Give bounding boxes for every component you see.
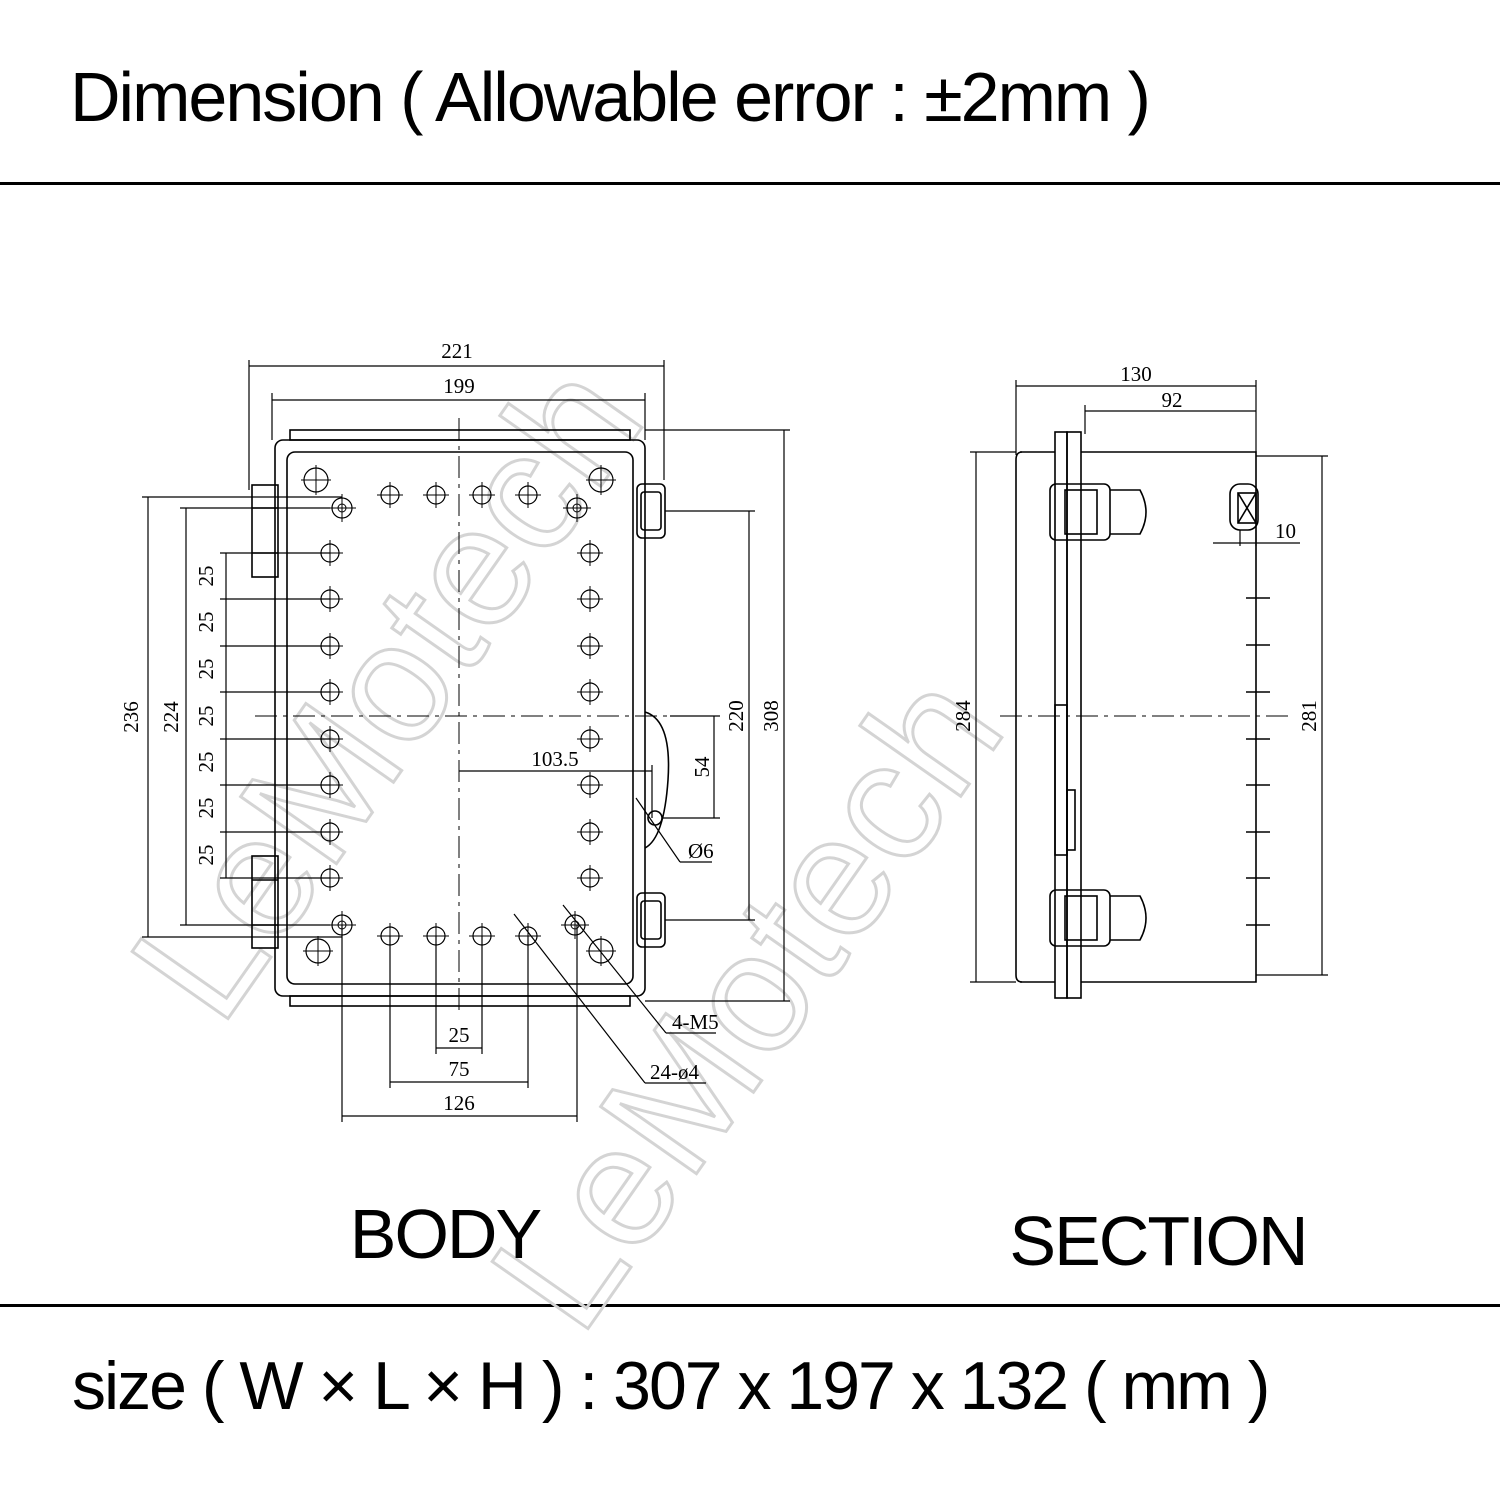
dim-flange: 10 — [1275, 519, 1296, 543]
dim-height-right: 281 — [1297, 700, 1321, 732]
dim-pitch-5: 25 — [194, 752, 218, 773]
dim-latch-hole: Ø6 — [688, 839, 714, 863]
page-title: Dimension ( Allowable error : ±2mm ) — [70, 58, 1151, 136]
dim-pitch-7: 25 — [194, 845, 218, 866]
body-view — [251, 418, 680, 1015]
dim-depth-overall: 130 — [1120, 362, 1152, 386]
dim-latch-offset: 103.5 — [531, 747, 578, 771]
watermark-group: LeMotech LeMotech — [93, 329, 1040, 1363]
section-view — [1000, 431, 1290, 999]
dim-inner-width: 199 — [443, 374, 475, 398]
dim-overall-width: 221 — [441, 339, 473, 363]
dim-holes: 24-ø4 — [650, 1060, 699, 1084]
dim-pitch-2: 25 — [194, 612, 218, 633]
dim-pitch-6: 25 — [194, 798, 218, 819]
dim-latch-height: 54 — [690, 756, 714, 778]
section-view-label: SECTION — [1009, 1202, 1306, 1280]
dim-bottom-span: 75 — [449, 1057, 470, 1081]
footer-divider — [0, 1304, 1500, 1307]
dim-pitch-4: 25 — [194, 706, 218, 727]
dim-left-height-outer: 236 — [119, 701, 143, 733]
dim-overall-height: 308 — [759, 700, 783, 732]
section-dimension-lines — [970, 380, 1328, 983]
dim-mount-height: 220 — [724, 700, 748, 732]
watermark-1: LeMotech — [95, 331, 679, 1052]
dim-left-height-inner: 224 — [159, 701, 183, 733]
dim-mount-screws: 4-M5 — [672, 1010, 719, 1034]
header-divider — [0, 182, 1500, 185]
dim-depth-body: 92 — [1162, 388, 1183, 412]
body-dimension-lines — [142, 360, 790, 1122]
body-view-label: BODY — [350, 1195, 542, 1273]
dim-height-left: 284 — [951, 700, 975, 732]
dim-pitch-3: 25 — [194, 659, 218, 680]
dim-bottom-pitch: 25 — [449, 1023, 470, 1047]
section-dimension-text: 130 92 10 284 281 — [951, 362, 1321, 732]
dim-bottom-total: 126 — [443, 1091, 475, 1115]
size-spec: size ( W × L × H ) : 307 x 197 x 132 ( m… — [72, 1348, 1270, 1424]
body-dimension-text: 221 199 236 224 25 25 25 25 25 25 25 220… — [119, 339, 783, 1115]
dim-pitch-1: 25 — [194, 566, 218, 587]
